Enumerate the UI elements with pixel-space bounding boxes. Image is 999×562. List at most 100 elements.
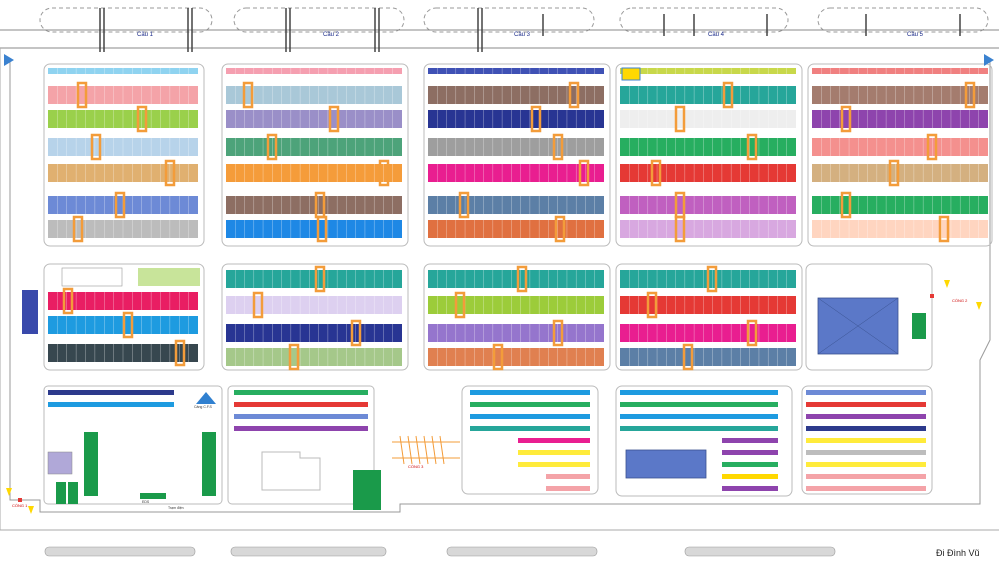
container-row (48, 390, 174, 395)
rtg-crane (174, 339, 186, 367)
rtg-crane (62, 287, 74, 315)
berth-label-3: Cầu 3 (514, 32, 531, 38)
rtg-crane (316, 215, 328, 243)
container-row (226, 348, 402, 366)
container-row (226, 296, 402, 314)
container-row (226, 110, 402, 128)
rtg-crane (722, 81, 734, 109)
container-row (806, 486, 926, 491)
container-row (806, 474, 926, 479)
berth-label-5: Cầu 5 (907, 32, 924, 38)
container-row (722, 450, 778, 455)
container-row (722, 486, 778, 491)
rtg-crane (746, 133, 758, 161)
rtg-crane (530, 105, 542, 133)
container-row (428, 138, 604, 156)
container-row (620, 196, 796, 214)
rtg-crane (350, 319, 362, 347)
container-row (620, 110, 796, 128)
rtg-crane (76, 81, 88, 109)
container-row (620, 220, 796, 238)
container-row (806, 414, 926, 419)
substation-label: Trạm điện (168, 506, 184, 510)
yard-block-frames (43, 63, 993, 505)
rtg-crane (378, 159, 390, 187)
container-row (546, 474, 590, 479)
container-row (428, 296, 604, 314)
container-row (620, 164, 796, 182)
container-row (428, 220, 604, 238)
cfs-label: Cảng C.F.S (194, 405, 212, 409)
container-row (806, 426, 926, 431)
rtg-crane (492, 343, 504, 371)
container-row (806, 438, 926, 443)
road-label: Đi Đình Vũ (936, 548, 980, 558)
container-row (620, 426, 778, 431)
container-row (518, 450, 590, 455)
gate3-bridge (392, 435, 460, 465)
rtg-crane (72, 215, 84, 243)
rtg-crane (266, 133, 278, 161)
rtg-crane (840, 191, 852, 219)
rtg-crane (938, 215, 950, 243)
rtg-crane (90, 133, 102, 161)
berth-row (39, 7, 989, 33)
container-row (812, 196, 988, 214)
rtg-crane (840, 105, 852, 133)
container-row (518, 438, 590, 443)
container-row (806, 462, 926, 467)
gate-2-label: CỔNG 2 (952, 298, 968, 303)
eds-label: EDS (142, 500, 150, 504)
container-row (428, 164, 604, 182)
container-row (806, 402, 926, 407)
container-row (620, 296, 796, 314)
rtg-crane (516, 265, 528, 293)
container-row (428, 110, 604, 128)
rtg-crane (164, 159, 176, 187)
container-row (470, 390, 590, 395)
rtg-crane (552, 133, 564, 161)
container-row (812, 68, 988, 74)
container-row (812, 138, 988, 156)
berth-label-4: Cầu 4 (708, 32, 725, 38)
container-row (428, 68, 604, 74)
container-row (518, 462, 590, 467)
container-row (226, 68, 402, 74)
container-row (428, 270, 604, 288)
rtg-crane (454, 291, 466, 319)
rtg-crane (674, 215, 686, 243)
rtg-crane (578, 159, 590, 187)
container-row (806, 450, 926, 455)
container-row (620, 390, 778, 395)
container-row (234, 402, 368, 407)
rtg-crane (746, 319, 758, 347)
container-row (428, 348, 604, 366)
rtg-crane (314, 265, 326, 293)
rtg-crane (242, 81, 254, 109)
container-row (470, 414, 590, 419)
yard-cranes (62, 81, 976, 371)
container-rows (48, 68, 988, 491)
rtg-crane (674, 105, 686, 133)
container-row (234, 426, 368, 431)
container-row (806, 390, 926, 395)
container-row (812, 220, 988, 238)
rtg-crane (136, 105, 148, 133)
rtg-crane (458, 191, 470, 219)
container-row (620, 414, 778, 419)
container-row (226, 324, 402, 342)
bottom-road (44, 546, 836, 557)
container-row (620, 324, 796, 342)
container-row (226, 138, 402, 156)
container-row (428, 196, 604, 214)
rtg-crane (552, 319, 564, 347)
container-row (226, 196, 402, 214)
container-row (428, 86, 604, 104)
container-row (428, 324, 604, 342)
container-row (812, 86, 988, 104)
rtg-crane (888, 159, 900, 187)
rtg-crane (252, 291, 264, 319)
rtg-crane (650, 159, 662, 187)
container-row (234, 414, 368, 419)
